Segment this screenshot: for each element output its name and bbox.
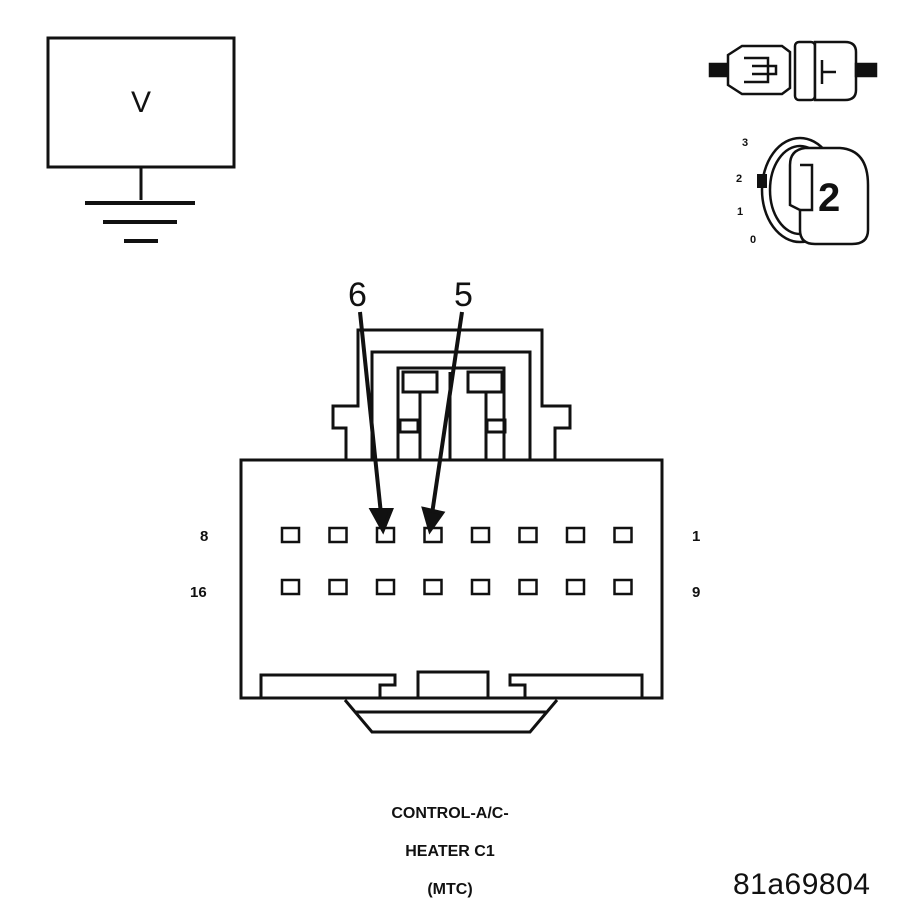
callout-label-6: 6	[348, 276, 367, 314]
pin-cavity-7	[328, 526, 348, 544]
connector-bottom-tab	[343, 699, 559, 734]
pin-cavity-15	[328, 578, 348, 596]
pin-cavity-8	[280, 526, 301, 544]
key-position-1: 1	[737, 206, 744, 218]
voltmeter-symbol	[46, 36, 236, 243]
pin-cavity-13	[423, 578, 443, 596]
pin-cavity-11	[518, 578, 538, 596]
key-position-3: 3	[742, 137, 749, 149]
pin-grid	[280, 526, 633, 596]
arrow-pin-6	[358, 311, 383, 515]
pin-cavity-10	[565, 578, 586, 596]
callout-arrows	[358, 311, 464, 535]
arrow-head-pin-5	[421, 506, 446, 535]
arrow-pin-5	[430, 311, 464, 515]
key-position-0: 0	[750, 234, 757, 246]
pin-cavity-1	[613, 526, 633, 544]
arrow-head-pin-6	[368, 508, 394, 535]
figure-id: 81a69804	[733, 868, 871, 901]
connector-caption: CONTROL-A/C- HEATER C1 (MTC)	[300, 795, 600, 909]
pin-cavity-5	[423, 526, 443, 544]
pin-cavity-14	[375, 578, 396, 596]
connector-probe-icon	[708, 40, 878, 102]
pin-cavity-6	[375, 526, 396, 544]
pin-label-16: 16	[190, 584, 207, 601]
pin-cavity-2	[565, 526, 586, 544]
connector-c1	[239, 328, 664, 734]
key-selected-position: 2	[818, 176, 841, 220]
pin-cavity-9	[613, 578, 633, 596]
connector-latch	[331, 328, 572, 460]
caption-line-3: (MTC)	[427, 881, 473, 898]
pin-label-1: 1	[692, 528, 701, 545]
pin-cavity-12	[470, 578, 491, 596]
connector-bottom-slots	[259, 673, 397, 698]
pin-label-8: 8	[200, 528, 209, 545]
callout-label-5: 5	[454, 276, 473, 314]
pin-label-9: 9	[692, 584, 701, 601]
voltmeter-label: V	[131, 86, 152, 119]
key-position-2: 2	[736, 173, 743, 185]
pin-cavity-3	[518, 526, 538, 544]
pin-cavity-16	[280, 578, 301, 596]
ignition-key-icon	[757, 136, 870, 246]
caption-line-2: HEATER C1	[405, 843, 495, 860]
connector-housing	[239, 458, 664, 700]
caption-line-1: CONTROL-A/C-	[391, 805, 509, 822]
pin-cavity-4	[470, 526, 491, 544]
